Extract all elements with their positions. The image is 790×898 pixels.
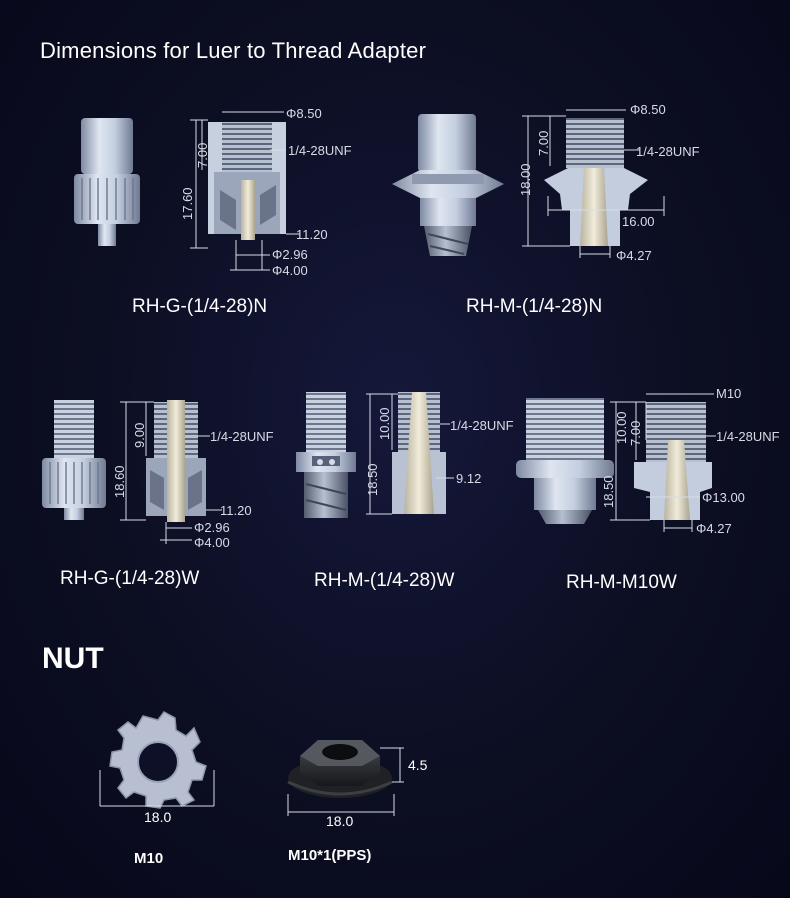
product-rh-m-n-dimensions <box>522 109 665 258</box>
p2-thread-length: 7.00 <box>536 131 551 156</box>
product-rh-m-n-render <box>392 114 504 256</box>
p4-height: 18.50 <box>365 463 380 496</box>
p5-thread-length-b: 7.00 <box>628 421 643 446</box>
p5-dia-a: Φ13.00 <box>702 490 745 505</box>
product-rh-m-w-dimensions <box>366 393 454 515</box>
p2-width: 16.00 <box>622 214 655 229</box>
p1-width: 11.20 <box>296 227 328 242</box>
p5-height: 18.50 <box>601 475 616 508</box>
p1-height: 17.60 <box>180 187 195 220</box>
p4-thread-spec: 1/4-28UNF <box>450 418 514 433</box>
p3-width: 11.20 <box>220 503 252 518</box>
p4-thread-length: 10.00 <box>377 407 392 440</box>
product-name-rh-g-w: RH-G-(1/4-28)W <box>60 568 200 589</box>
p2-thread-spec: 1/4-28UNF <box>636 144 700 159</box>
nut-m10-width: 18.0 <box>144 809 171 825</box>
product-rh-m-w-render <box>296 392 356 518</box>
product-rh-m-m10w-render <box>516 398 614 524</box>
nut-pps-height: 4.5 <box>408 757 428 773</box>
nut-name-m10: M10 <box>134 850 164 867</box>
p5-thread-top: M10 <box>716 386 741 401</box>
p2-dia-top: Φ8.50 <box>630 102 666 117</box>
product-rh-m-m10w-dimensions <box>610 393 716 532</box>
product-rh-g-w-render <box>42 400 106 520</box>
nut-pps-dimensions <box>287 747 404 816</box>
p3-thread-length: 9.00 <box>132 423 147 448</box>
p4-width: 9.12 <box>456 471 481 486</box>
p1-dia-a: Φ2.96 <box>272 247 308 262</box>
page-title: Dimensions for Luer to Thread Adapter <box>40 38 427 63</box>
product-rh-g-n-dimensions <box>190 111 300 271</box>
product-rh-m-n-section <box>544 118 648 246</box>
p1-thread-spec: 1/4-28UNF <box>288 143 352 158</box>
nut-pps-render <box>287 740 393 798</box>
product-rh-g-w-dimensions <box>120 401 222 544</box>
p2-dia-b: Φ4.27 <box>616 248 652 263</box>
p3-height: 18.60 <box>112 465 127 498</box>
nut-name-pps: M10*1(PPS) <box>288 847 372 864</box>
p3-dia-b: Φ4.00 <box>194 535 230 550</box>
nut-m10-render <box>109 711 207 809</box>
product-rh-m-m10w-section <box>634 402 712 520</box>
p5-thread-spec: 1/4-28UNF <box>716 429 780 444</box>
nut-section-heading: NUT <box>42 642 104 675</box>
nut-m10-dimension <box>99 770 215 807</box>
p3-dia-a: Φ2.96 <box>194 520 230 535</box>
product-rh-g-n-section <box>208 122 286 240</box>
product-rh-m-w-section <box>392 392 446 514</box>
p5-dia-b: Φ4.27 <box>696 521 732 536</box>
nut-pps-width: 18.0 <box>326 813 353 829</box>
p1-thread-length: 7.00 <box>195 143 210 168</box>
p5-thread-length-a: 10.00 <box>614 411 629 444</box>
p1-dia-top: Φ8.50 <box>286 106 322 121</box>
p3-thread-spec: 1/4-28UNF <box>210 429 274 444</box>
p1-dia-b: Φ4.00 <box>272 263 308 278</box>
product-name-rh-m-n: RH-M-(1/4-28)N <box>466 296 603 317</box>
p2-height: 18.00 <box>518 163 533 196</box>
product-name-rh-m-w: RH-M-(1/4-28)W <box>314 570 455 591</box>
product-name-rh-g-n: RH-G-(1/4-28)N <box>132 296 268 317</box>
product-name-rh-m-m10w: RH-M-M10W <box>566 572 677 593</box>
product-rh-g-n-render <box>74 118 140 246</box>
product-rh-g-w-section <box>146 400 206 522</box>
